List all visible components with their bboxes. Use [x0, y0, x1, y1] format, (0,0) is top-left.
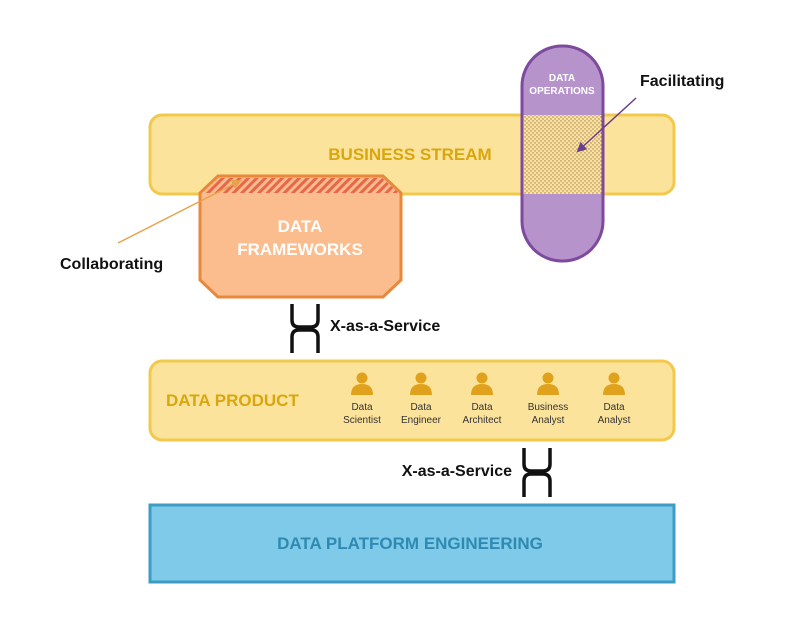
person-icon-head — [542, 372, 554, 384]
role-label-line1: Data — [410, 402, 432, 413]
person-icon — [351, 384, 373, 395]
person-icon — [410, 384, 432, 395]
data-platform-engineering-label: DATA PLATFORM ENGINEERING — [277, 534, 543, 553]
collaborating-label: Collaborating — [60, 256, 163, 273]
data-frameworks-box — [198, 174, 403, 299]
facilitating-label: Facilitating — [640, 73, 724, 90]
data-frameworks-label-line1: DATA — [278, 217, 323, 236]
role-label-line1: Data — [603, 402, 625, 413]
role-label-line2: Analyst — [532, 415, 565, 426]
collaborating-arrow — [117, 180, 242, 244]
data-product-roles: DataScientistDataEngineerDataArchitectBu… — [343, 372, 631, 426]
data-operations-overlap-area — [523, 115, 602, 194]
person-icon-head — [476, 372, 488, 384]
xaas-bottom-connector-icon — [522, 448, 552, 497]
data-operations-label-line1: DATA — [549, 73, 575, 84]
person-icon-head — [415, 372, 427, 384]
role-label-line2: Analyst — [598, 415, 631, 426]
role-label-line1: Data — [351, 402, 373, 413]
data-operations-label-line2: OPERATIONS — [529, 86, 595, 97]
data-platform-engineering-bar — [148, 503, 676, 584]
role-label-line2: Engineer — [401, 415, 442, 426]
data-frameworks-overlap-hatch — [202, 178, 399, 193]
facilitating-arrow — [576, 97, 637, 153]
xaas-top-label: X-as-a-Service — [330, 318, 440, 335]
role-label-line1: Data — [471, 402, 493, 413]
role-label-line2: Scientist — [343, 415, 381, 426]
person-icon-head — [608, 372, 620, 384]
person-icon — [537, 384, 559, 395]
xaas-bottom-label: X-as-a-Service — [402, 463, 512, 480]
data-product-bar — [148, 359, 676, 442]
role-label-line2: Architect — [463, 415, 502, 426]
person-icon-head — [356, 372, 368, 384]
data-frameworks-label-line2: FRAMEWORKS — [237, 240, 363, 259]
person-icon — [603, 384, 625, 395]
data-product-label: DATA PRODUCT — [166, 391, 299, 410]
business-stream-label: BUSINESS STREAM — [328, 145, 491, 164]
person-icon — [471, 384, 493, 395]
xaas-top-connector-icon — [290, 304, 320, 353]
role-label-line1: Business — [528, 402, 569, 413]
